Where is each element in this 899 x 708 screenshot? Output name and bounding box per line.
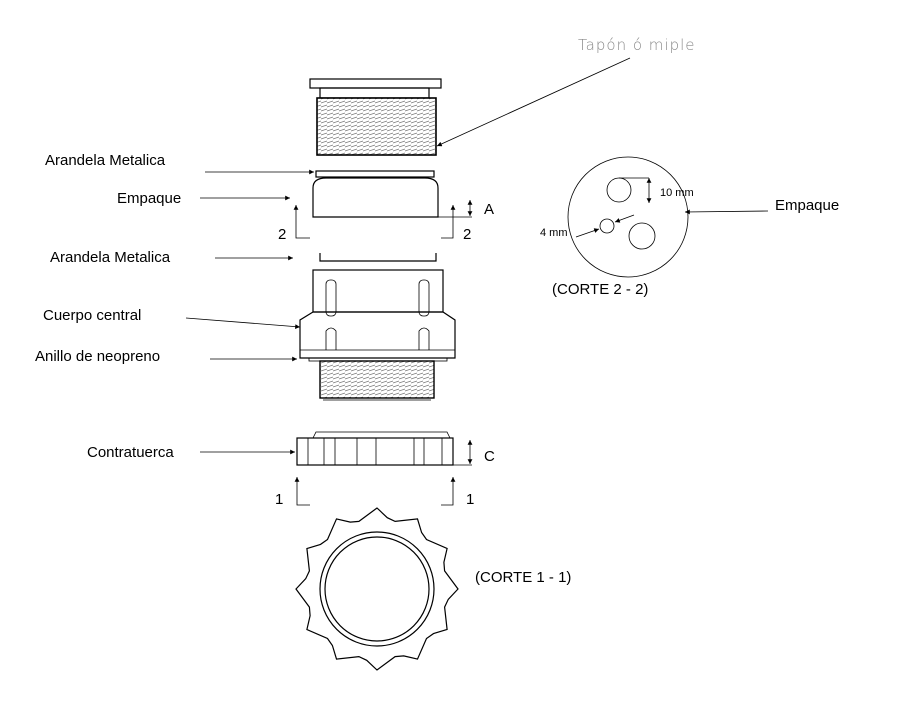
section-mark-2-right bbox=[441, 204, 456, 239]
dim-a: A bbox=[484, 201, 494, 218]
label-cuerpo-central: Cuerpo central bbox=[43, 307, 141, 324]
section-1-right-label: 1 bbox=[466, 491, 474, 508]
star-nut-outline bbox=[295, 507, 459, 671]
section-1-1-title: (CORTE 1 - 1) bbox=[475, 569, 571, 586]
label-anillo-neopreno: Anillo de neopreno bbox=[35, 348, 160, 365]
section-mark-2-left bbox=[293, 204, 310, 239]
leader-cuerpo bbox=[185, 317, 301, 330]
tapon-miple bbox=[309, 78, 442, 156]
dim-10mm: 10 mm bbox=[660, 187, 694, 199]
label-empaque-section: Empaque bbox=[775, 197, 839, 214]
label-contratuerca: Contratuerca bbox=[87, 444, 174, 461]
section-1-left-label: 1 bbox=[275, 491, 283, 508]
label-tapon: Tapón ó miple bbox=[578, 36, 696, 54]
corte-2-2-view bbox=[567, 156, 689, 278]
section-mark-1-left bbox=[294, 477, 310, 506]
section-mark-1-right bbox=[441, 477, 456, 506]
section-2-2-title: (CORTE 2 - 2) bbox=[552, 281, 648, 298]
corte-1-1-view bbox=[295, 507, 459, 671]
leader-empaque-section bbox=[684, 209, 769, 215]
empaque bbox=[312, 177, 439, 218]
label-empaque: Empaque bbox=[117, 190, 181, 207]
section-2-right-label: 2 bbox=[463, 226, 471, 243]
dim-4mm: 4 mm bbox=[540, 227, 568, 239]
cuerpo-central bbox=[299, 269, 456, 401]
label-arandela-top: Arandela Metalica bbox=[45, 152, 166, 169]
arandela-metalica-bottom bbox=[319, 253, 437, 262]
label-arandela-bottom: Arandela Metalica bbox=[50, 249, 171, 266]
dim-c: C bbox=[484, 448, 495, 465]
contratuerca bbox=[296, 431, 454, 466]
section-2-left-label: 2 bbox=[278, 226, 286, 243]
arandela-metalica-top bbox=[315, 170, 435, 178]
leader-tapon bbox=[436, 57, 631, 147]
